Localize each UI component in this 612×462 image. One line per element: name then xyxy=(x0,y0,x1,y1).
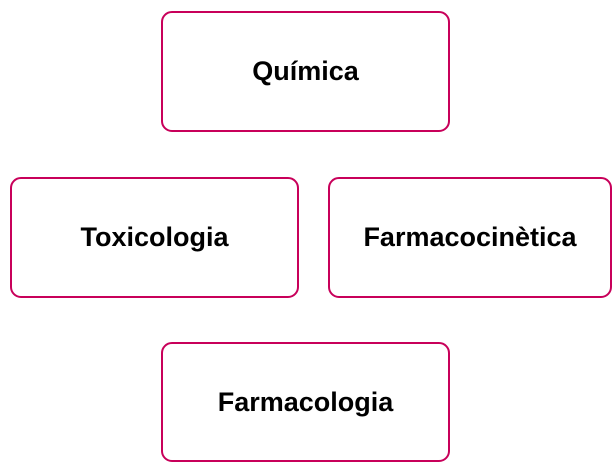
node-quimica: Química xyxy=(161,11,450,132)
node-toxicologia: Toxicologia xyxy=(10,177,299,298)
node-label-farmacologia: Farmacologia xyxy=(217,386,394,417)
node-farmacologia: Farmacologia xyxy=(161,342,450,462)
node-farmacocinetica: Farmacocinètica xyxy=(328,177,612,298)
node-label-toxicologia: Toxicologia xyxy=(80,222,229,252)
node-label-quimica: Química xyxy=(252,56,359,86)
node-label-farmacocinetica: Farmacocinètica xyxy=(363,222,577,252)
